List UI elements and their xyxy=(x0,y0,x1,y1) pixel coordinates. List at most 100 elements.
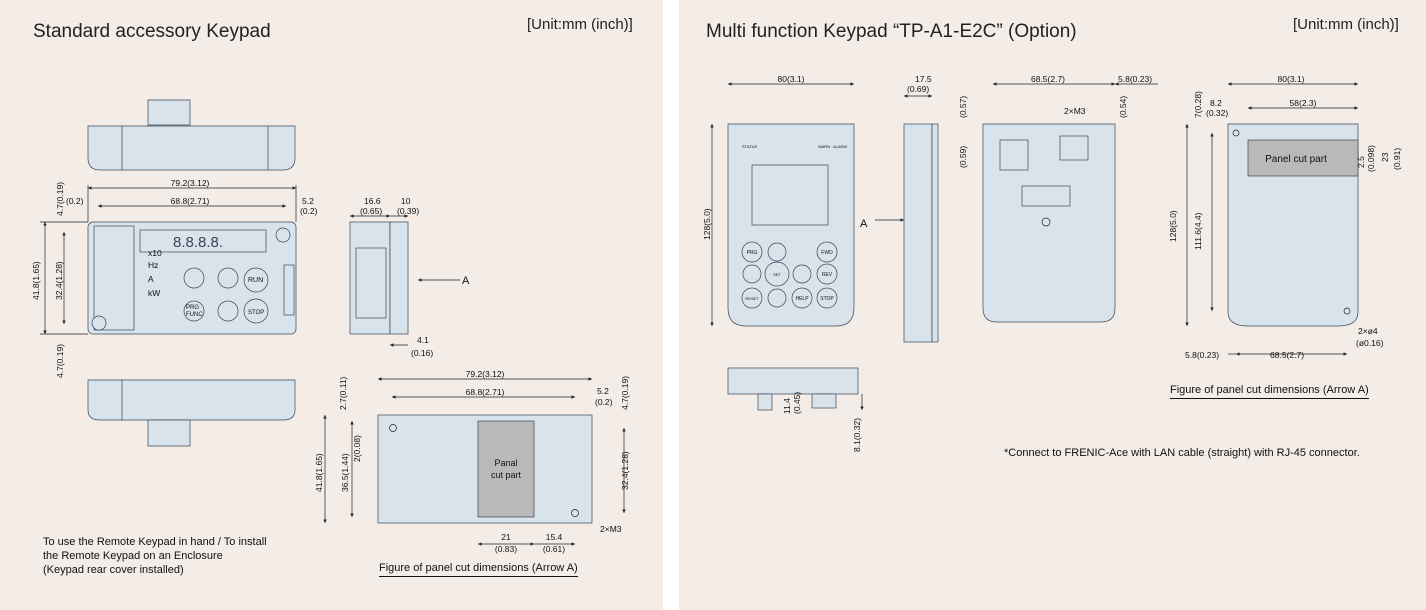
left-top-view xyxy=(87,99,296,171)
cut-hole-b: (ø0.16) xyxy=(1356,338,1384,348)
status-label: STATUS xyxy=(742,144,758,149)
cut-r1: 2.5 xyxy=(1356,156,1366,168)
cut-width: 80(3.1) xyxy=(1278,74,1305,84)
cut-bottom-left: 5.8(0.23) xyxy=(1185,350,1219,360)
dim-w-total: 79.2(3.12) xyxy=(171,178,210,188)
note-line-2: the Remote Keypad on an Enclosure xyxy=(43,550,223,562)
back-width: 68.5(2.7) xyxy=(1031,74,1065,84)
cut-bottom-a-mm: 21 xyxy=(501,532,511,542)
cut-r2: (0.098) xyxy=(1366,145,1376,172)
bottom-d3: 8.1(0.32) xyxy=(852,418,862,452)
cut-h-right: 32.4(1.28) xyxy=(620,451,630,490)
dim-bottom-off: 4.7(0.19) xyxy=(55,344,65,378)
cut-screw: 2×M3 xyxy=(600,524,622,534)
cut-h-total: 41.8(1.65) xyxy=(314,453,324,492)
dim-h-inner: 32.4(1.28) xyxy=(54,261,64,300)
cut-w-total: 79.2(3.12) xyxy=(466,369,505,379)
unit-kw: kW xyxy=(148,288,160,298)
cut-hole-a: 2×ø4 xyxy=(1358,326,1378,336)
back-top-a: (0.57) xyxy=(958,96,968,118)
cut-bottom-right: 68.5(2.7) xyxy=(1270,350,1304,360)
cut-height: 128(5.0) xyxy=(1168,210,1178,242)
side-depth-mm: 17.5 xyxy=(915,74,932,84)
side-depth-in: (0.65) xyxy=(360,206,382,216)
side-depth-in: (0.69) xyxy=(907,84,929,94)
btn-stop-label: STOP xyxy=(248,310,264,316)
right-front-view xyxy=(710,82,904,327)
btn-fwd: FWD xyxy=(821,250,833,256)
alarm-label: ALARM xyxy=(833,144,847,149)
back-top-b: (0.54) xyxy=(1118,96,1128,118)
dim-margin-right-in: (0.2) xyxy=(300,206,318,216)
cut-label-2: cut part xyxy=(491,470,522,480)
unit-hz: Hz xyxy=(148,260,158,270)
bottom-d1: 11.4 xyxy=(782,398,792,414)
cut-left-mm: 8.2 xyxy=(1210,98,1222,108)
cut-right-in: (0.2) xyxy=(595,397,613,407)
btn-set: SET xyxy=(773,272,781,277)
note-line-1: To use the Remote Keypad in hand / To in… xyxy=(43,536,267,548)
cut-top-right: 4.7(0.19) xyxy=(620,376,630,410)
btn-stop: STOP xyxy=(820,296,834,302)
right-bottom-view xyxy=(727,367,864,411)
btn-func-label: FUNC xyxy=(186,312,203,318)
side-bottom-in: (0.16) xyxy=(411,348,433,358)
dim-margin-right-mm: 5.2 xyxy=(302,196,314,206)
unit-a: A xyxy=(148,274,154,284)
right-side-view xyxy=(903,94,939,343)
side-depth-mm: 16.6 xyxy=(364,196,381,206)
btn-reset: RESET xyxy=(745,296,759,301)
dim-top-off: 4.7(0.19) xyxy=(55,182,65,216)
btn-prg-label: PRG xyxy=(186,305,199,311)
side-top-mm: 10 xyxy=(401,196,411,206)
left-caption: Figure of panel cut dimensions (Arrow A) xyxy=(379,562,578,577)
left-side-view xyxy=(349,221,409,335)
right-back-view xyxy=(982,82,1158,323)
cut-inner: 58(2.3) xyxy=(1290,98,1317,108)
front-arrow-a: A xyxy=(860,218,868,230)
back-right: 5.8(0.23) xyxy=(1118,74,1152,84)
front-width: 80(3.1) xyxy=(778,74,805,84)
cut-w-inner: 68.8(2.71) xyxy=(466,387,505,397)
dim-h-total: 41.8(1.65) xyxy=(31,261,41,300)
front-height: 128(5.0) xyxy=(702,208,712,240)
bottom-d2: (0.45) xyxy=(792,392,802,414)
side-top-in: (0.39) xyxy=(397,206,419,216)
btn-prg: PRG xyxy=(747,250,758,256)
cut-inner-h: 111.6(4.4) xyxy=(1193,212,1203,250)
cut-bottom-b-in: (0.61) xyxy=(543,544,565,554)
note-line-3: (Keypad rear cover installed) xyxy=(43,564,184,576)
cut-left-in: (0.32) xyxy=(1206,108,1228,118)
dim-margin-left: (0.2) xyxy=(66,196,84,206)
x10-label: x10 xyxy=(148,248,162,258)
cut-hole-off: 2(0.08) xyxy=(352,435,362,462)
cut-top: 7(0.28) xyxy=(1193,91,1203,118)
left-cut-figure xyxy=(323,377,626,546)
cut-r4: (0.91) xyxy=(1392,148,1402,170)
cut-bottom-a-in: (0.83) xyxy=(495,544,517,554)
led-display: 8.8.8.8. xyxy=(173,234,223,251)
left-bottom-view xyxy=(87,379,296,447)
warn-label: WARN xyxy=(818,144,830,149)
right-caption: Figure of panel cut dimensions (Arrow A) xyxy=(1170,384,1369,399)
cut-label: Panel cut part xyxy=(1265,154,1327,165)
btn-run-label: RUN xyxy=(248,277,263,284)
right-unit: [Unit:mm (inch)] xyxy=(1293,16,1399,33)
side-bottom-mm: 4.1 xyxy=(417,335,429,345)
cut-r3: 23 xyxy=(1380,152,1390,162)
right-footnote: *Connect to FRENIC-Ace with LAN cable (s… xyxy=(1004,447,1360,459)
left-title: Standard accessory Keypad xyxy=(33,21,271,42)
left-labels: 79.2(3.12) 68.8(2.71) (0.2) 5.2 (0.2) 4.… xyxy=(31,178,630,554)
btn-rev: REV xyxy=(822,272,833,278)
arrow-a-label: A xyxy=(462,275,470,287)
right-cut-figure xyxy=(1185,82,1359,356)
left-front-view xyxy=(87,221,297,335)
btn-help: HELP xyxy=(795,296,809,302)
right-title: Multi function Keypad “TP-A1-E2C” (Optio… xyxy=(706,21,1077,42)
left-unit: [Unit:mm (inch)] xyxy=(527,16,633,33)
cut-top-left: 2.7(0.11) xyxy=(338,376,348,410)
cut-bottom-b-mm: 15.4 xyxy=(546,532,563,542)
cut-label-1: Panal xyxy=(494,458,517,468)
back-side-a: (0.59) xyxy=(958,146,968,168)
